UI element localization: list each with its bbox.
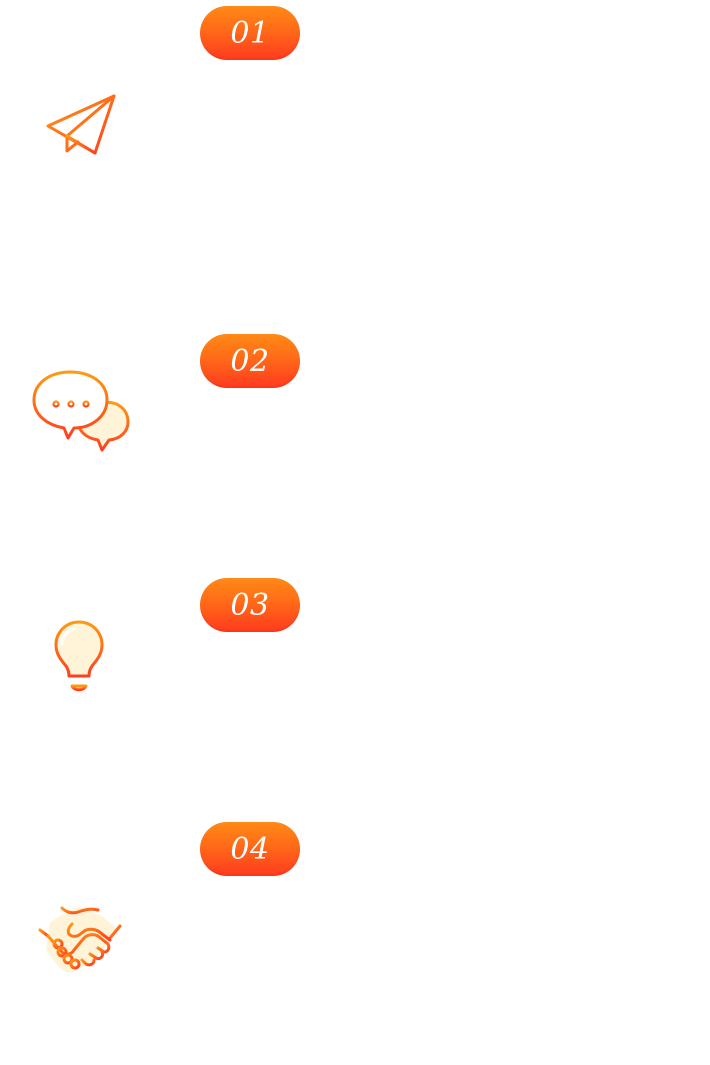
- chat-bubbles-icon: [30, 364, 134, 454]
- step-02: 02: [0, 334, 710, 514]
- step-number-badge: 02: [200, 334, 300, 388]
- step-01: 01: [0, 6, 710, 186]
- step-number: 02: [230, 344, 270, 379]
- handshake-icon: [28, 900, 132, 990]
- step-04: 04: [0, 822, 710, 1002]
- step-number-badge: 04: [200, 822, 300, 876]
- step-number: 01: [230, 16, 270, 51]
- step-number: 04: [230, 832, 270, 867]
- step-number-badge: 01: [200, 6, 300, 60]
- step-number: 03: [230, 588, 270, 623]
- step-number-badge: 03: [200, 578, 300, 632]
- paper-plane-icon: [32, 86, 136, 176]
- step-03: 03: [0, 578, 710, 758]
- lightbulb-icon: [28, 616, 132, 706]
